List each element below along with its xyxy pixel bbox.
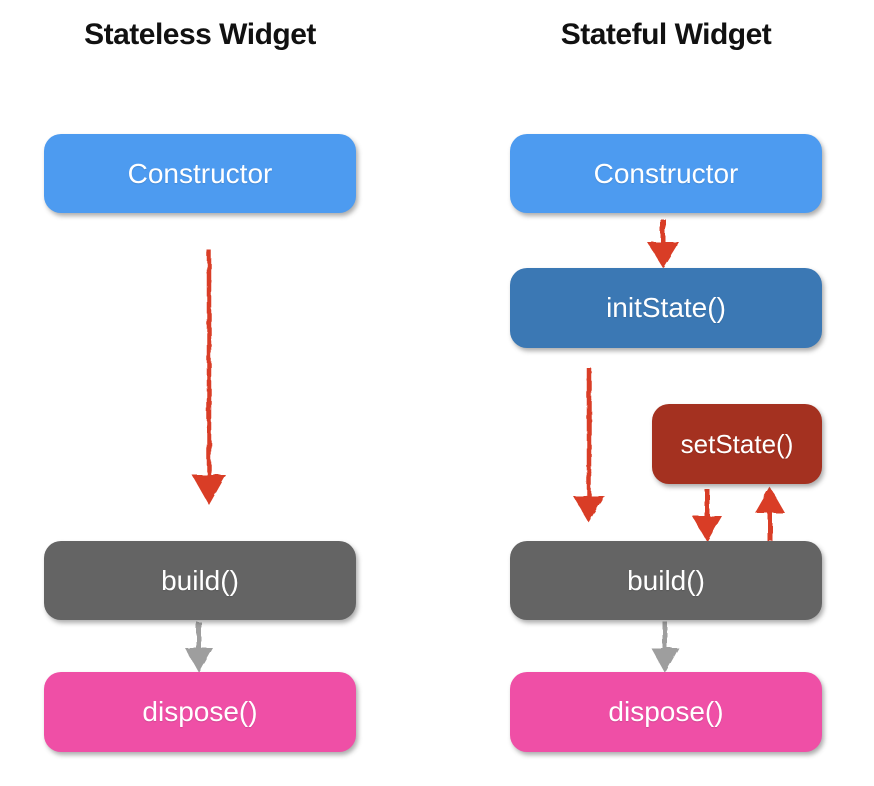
arrow-stateless-constructor-to-build: [192, 250, 226, 505]
arrow-stateful-build-to-setstate: [755, 487, 785, 541]
node-stateless-dispose: dispose(): [44, 672, 356, 752]
node-stateful-build: build(): [510, 541, 822, 620]
node-stateless-constructor: Constructor: [44, 134, 356, 213]
arrow-stateful-build-to-dispose: [651, 622, 679, 673]
node-stateful-setstate: setState(): [652, 404, 822, 484]
arrow-stateful-constructor-to-initstate: [647, 219, 679, 268]
stateless-widget-title: Stateless Widget: [84, 18, 316, 51]
node-stateful-dispose: dispose(): [510, 672, 822, 752]
node-stateless-build: build(): [44, 541, 356, 620]
stateful-widget-title: Stateful Widget: [560, 18, 772, 51]
node-stateful-initstate: initState(): [510, 268, 822, 348]
node-stateful-constructor: Constructor: [510, 134, 822, 213]
arrow-stateful-setstate-to-build: [692, 489, 722, 542]
arrow-stateful-initstate-to-build: [573, 368, 605, 523]
arrow-stateless-build-to-dispose: [185, 622, 213, 673]
